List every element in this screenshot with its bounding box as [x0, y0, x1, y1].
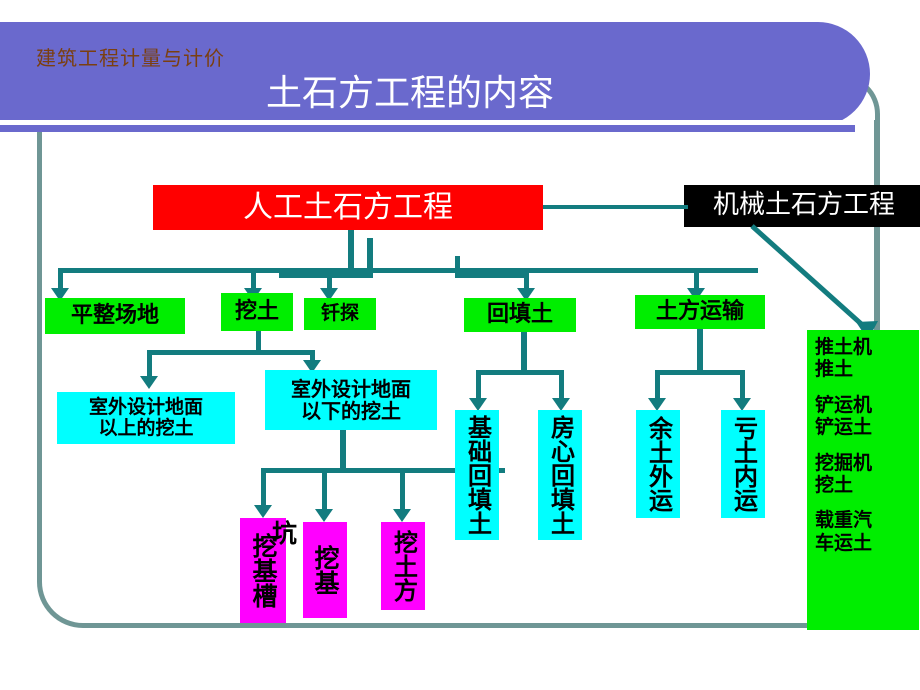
node-trench-excavation[interactable]: 挖基槽: [240, 518, 286, 623]
node-trench-excavation-label: 挖基槽: [249, 533, 278, 608]
connector-below-bus: [261, 468, 505, 473]
node-deficit-haul-in[interactable]: 亏土内运: [721, 410, 765, 518]
arrow-probing: [320, 288, 338, 301]
node-deficit-haul-in-label: 亏土内运: [729, 416, 758, 512]
connector-manual-to-machine: [543, 205, 688, 209]
node-pit-excavation[interactable]: 挖基: [303, 522, 347, 618]
connector-below-drop-2: [322, 468, 327, 512]
connector-root-stem-b: [367, 238, 373, 278]
node-bulk-excavation[interactable]: 挖土方: [381, 522, 425, 610]
node-below-grade-line2: 以下的挖土: [301, 399, 401, 423]
connector-level2-bus: [58, 268, 758, 273]
machine-method-excavator: 挖掘机 挖土: [815, 452, 915, 497]
page-title: 土石方工程的内容: [265, 73, 554, 114]
connector-transport-drop-2: [740, 370, 745, 400]
node-backfill[interactable]: 回填土: [464, 298, 576, 332]
arrow-grading: [51, 288, 69, 301]
machine-method-truck-line1: 载重汽: [815, 509, 873, 532]
course-kicker: 建筑工程计量与计价: [36, 46, 225, 70]
connector-level2-bus-right: [455, 256, 460, 273]
machine-method-scraper-line2: 铲运土: [815, 416, 873, 439]
node-below-grade-line1: 室外设计地面: [291, 376, 411, 401]
node-transport-label: 土方运输: [655, 298, 744, 324]
arrow-above-grade: [140, 376, 158, 389]
machine-method-excavator-line1: 挖掘机: [815, 451, 873, 474]
connector-transport-stem: [697, 329, 703, 374]
connector-drop-grading: [58, 268, 63, 290]
node-probing[interactable]: 钎探: [304, 298, 376, 330]
node-site-grading-label: 平整场地: [70, 302, 159, 328]
title-banner-rule: [0, 120, 860, 125]
node-above-grade-line1: 室外设计地面: [88, 395, 203, 418]
connector-level2-bus-right2: [455, 273, 528, 278]
machine-method-bulldozer-line2: 推土: [815, 358, 854, 381]
connector-below-drop-3: [400, 468, 405, 512]
machine-method-bulldozer-line1: 推土机: [815, 336, 873, 358]
machine-method-excavator-line2: 挖土: [815, 474, 854, 497]
connector-backfill-drop-2: [559, 370, 564, 400]
connector-backfill-bus: [476, 370, 564, 375]
machine-method-truck: 载重汽 车运土: [815, 509, 915, 554]
arrow-foundation-backfill: [469, 398, 487, 411]
arrow-below-grade: [303, 360, 321, 373]
node-surplus-haul-out-label: 余土外运: [644, 416, 673, 512]
connector-below-drop-1: [261, 468, 266, 508]
node-foundation-backfill[interactable]: 基础回填土: [455, 410, 499, 540]
node-site-grading[interactable]: 平整场地: [45, 298, 185, 334]
overlap-glyph-label: 坑: [272, 519, 298, 548]
node-excavation[interactable]: 挖土: [221, 293, 293, 331]
node-above-grade-excavation[interactable]: 室外设计地面 以上的挖土: [57, 392, 235, 444]
connector-level2-bus-lower: [279, 273, 373, 278]
connector-exc-stem: [256, 331, 261, 353]
connector-drop-transport: [694, 268, 699, 290]
node-manual-earthwork[interactable]: 人工土石方工程: [153, 185, 543, 230]
node-manual-earthwork-label: 人工土石方工程: [243, 189, 453, 225]
connector-drop-probing: [327, 273, 332, 290]
node-machine-earthwork-label: 机械土石方工程: [712, 190, 895, 221]
node-room-backfill[interactable]: 房心回填土: [538, 410, 582, 540]
machine-methods-panel[interactable]: 推土机 推土 铲运机 铲运土 挖掘机 挖土 载重汽 车运土: [807, 330, 919, 630]
connector-drop-excavation: [251, 268, 256, 290]
node-transport[interactable]: 土方运输: [635, 295, 765, 329]
node-backfill-label: 回填土: [486, 301, 553, 327]
node-foundation-backfill-label: 基础回填土: [463, 415, 492, 535]
connector-exc-right-drop: [310, 350, 315, 362]
connector-exc-bus: [147, 350, 315, 355]
arrow-trench-excavation: [254, 505, 272, 518]
machine-method-scraper: 铲运机 铲运土: [815, 394, 915, 439]
arrow-bulk-excavation: [393, 509, 411, 522]
connector-backfill-stem: [521, 332, 527, 374]
node-excavation-label: 挖土: [234, 298, 279, 324]
title-banner: [0, 22, 870, 126]
machine-method-scraper-line1: 铲运机: [815, 393, 873, 416]
connector-root-stem: [348, 230, 354, 272]
arrow-backfill: [517, 288, 535, 301]
node-room-backfill-label: 房心回填土: [546, 415, 575, 535]
node-probing-label: 钎探: [320, 302, 359, 325]
connector-drop-backfill: [524, 273, 529, 290]
node-pit-excavation-label: 挖基: [311, 545, 340, 595]
arrow-deficit-haul-in: [733, 398, 751, 411]
connector-below-stem: [340, 430, 346, 472]
machine-method-truck-line2: 车运土: [815, 531, 873, 554]
node-surplus-haul-out[interactable]: 余土外运: [636, 410, 680, 518]
title-banner-underbar: [0, 125, 855, 132]
machine-method-bulldozer: 推土机 推土: [815, 336, 915, 381]
arrow-pit-excavation: [315, 509, 333, 522]
connector-exc-left-drop: [147, 350, 152, 378]
node-below-grade-excavation[interactable]: 室外设计地面 以下的挖土: [265, 370, 437, 430]
node-machine-earthwork[interactable]: 机械土石方工程: [684, 185, 920, 227]
connector-transport-bus: [655, 370, 745, 375]
arrow-room-backfill: [552, 398, 570, 411]
connector-transport-drop-1: [655, 370, 660, 400]
node-pit-excavation-overlap-glyph: 坑: [272, 521, 302, 551]
arrow-surplus-haul-out: [648, 398, 666, 411]
node-above-grade-line2: 以上的挖土: [98, 417, 194, 439]
node-bulk-excavation-label: 挖土方: [389, 530, 418, 602]
connector-backfill-drop-1: [476, 370, 481, 400]
